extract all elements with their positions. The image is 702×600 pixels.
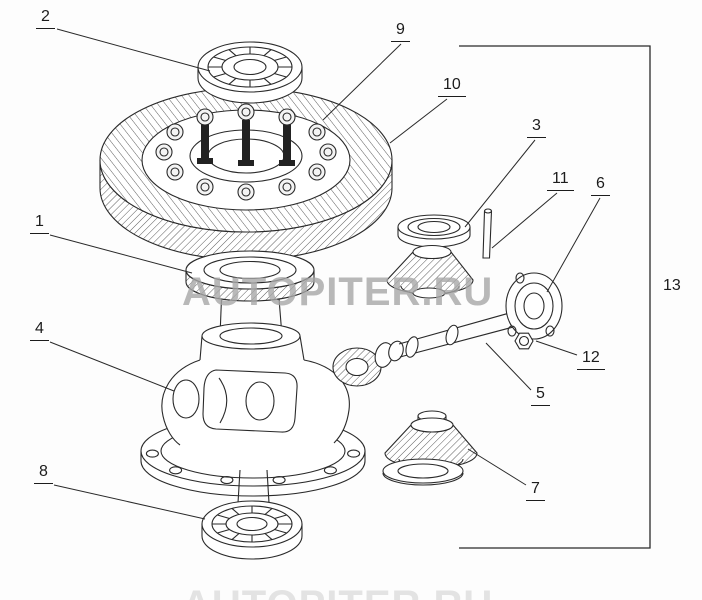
callout-12: 12: [577, 349, 605, 371]
differential-case-drawing: [140, 322, 404, 504]
leader-lines: [49, 28, 601, 520]
callout-4: 4: [30, 320, 49, 342]
pinion-washer-drawing: [397, 214, 471, 248]
callout-8: 8: [34, 463, 53, 485]
nut-drawing: [514, 332, 534, 350]
watermark-text: AUTOPITER.RU: [182, 270, 494, 314]
callout-11: 11: [547, 170, 574, 192]
callout-7: 7: [526, 480, 545, 502]
spider-pinion-drawing: [386, 244, 474, 299]
callout-6: 6: [591, 175, 610, 197]
side-gear-drawing: [382, 410, 478, 486]
callout-5: 5: [531, 385, 550, 407]
case-window: [202, 369, 298, 433]
bracket-13: [459, 45, 651, 549]
callout-9: 9: [391, 21, 410, 43]
cross-shaft-drawing: [398, 310, 523, 358]
callout-3: 3: [527, 117, 546, 139]
callout-10: 10: [438, 76, 466, 98]
bearing-rollers: [208, 47, 292, 87]
watermark-text-bottom: AUTOPITER.RU: [182, 583, 493, 600]
callout-2: 2: [36, 8, 55, 30]
ring-gear-drawing: [99, 87, 393, 261]
bolt-shanks: [197, 120, 295, 166]
callout-1: 1: [30, 213, 49, 235]
lock-pin-drawing: [482, 208, 493, 259]
gear-bolts: [155, 103, 337, 201]
bearing-rollers: [212, 506, 292, 542]
callout-13: 13: [663, 277, 681, 294]
thrust-washer-drawing: [185, 250, 315, 337]
flange-bolt-holes: [145, 449, 361, 485]
bottom-bearing-drawing: [201, 500, 303, 560]
top-bearing-drawing: [197, 41, 303, 104]
flange-drawing: [505, 272, 563, 340]
